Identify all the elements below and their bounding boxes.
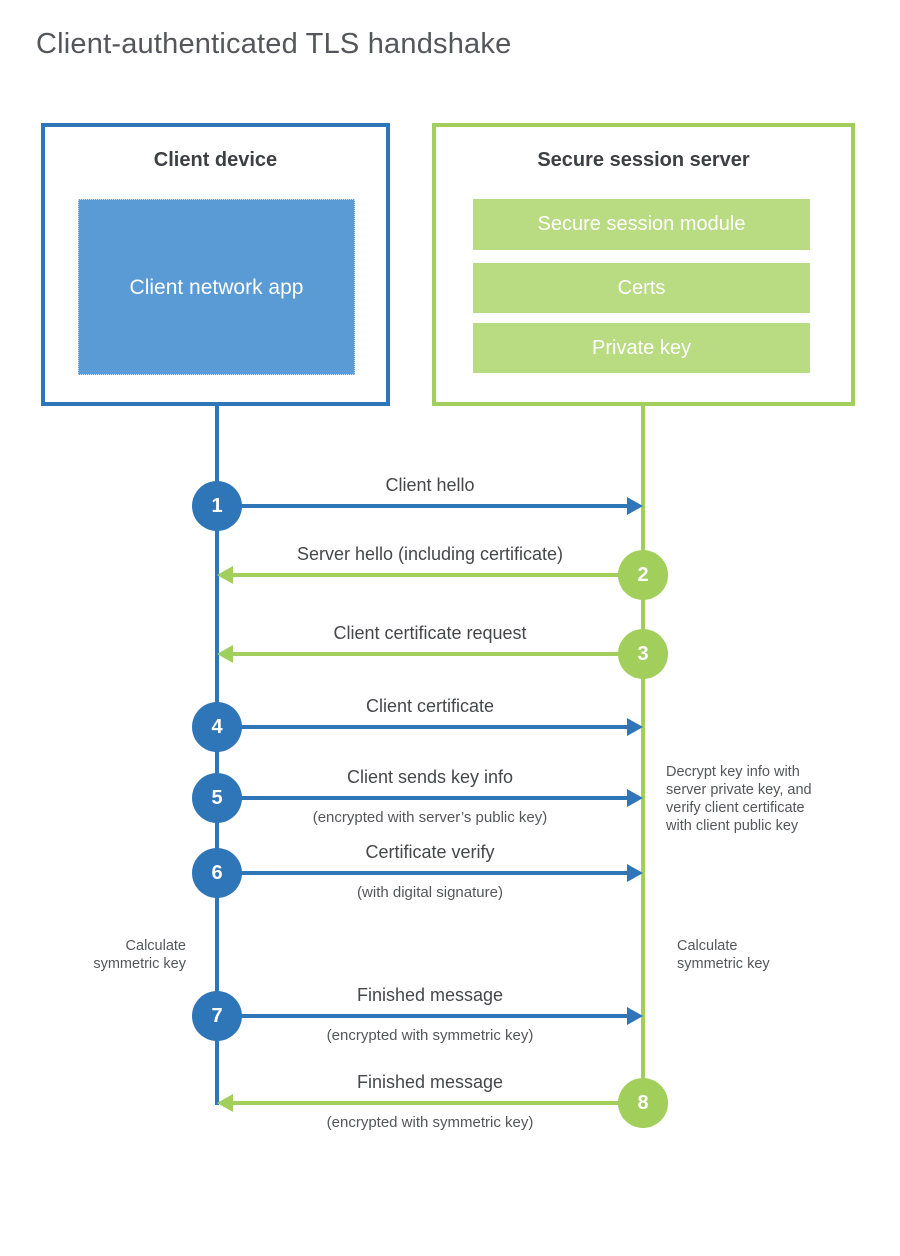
message-label: Client certificate — [365, 696, 495, 716]
message-label: Finished message — [356, 985, 504, 1005]
message-arrow — [217, 1014, 629, 1018]
message-arrow — [217, 871, 629, 875]
server-module-certs: Certs — [473, 263, 810, 313]
arrow-head-icon — [217, 1094, 233, 1112]
secure-session-server-box: Secure session server Secure session mod… — [432, 123, 855, 406]
server-calc-symmetric-key-note: Calculate symmetric key — [677, 938, 770, 972]
message-arrow — [231, 1101, 643, 1105]
arrow-head-icon — [627, 497, 643, 515]
message-arrow — [217, 504, 629, 508]
message-sublabel: (encrypted with symmetric key) — [326, 1114, 534, 1131]
client-lifeline — [215, 406, 219, 1105]
message-sublabel: (encrypted with symmetric key) — [326, 1027, 534, 1044]
message-arrow — [231, 573, 643, 577]
step-number-badge: 8 — [618, 1078, 668, 1128]
message-sublabel: (with digital signature) — [357, 884, 503, 901]
server-module-secure-session-module: Secure session module — [473, 199, 810, 250]
server-module-private-key: Private key — [473, 323, 810, 373]
arrow-head-icon — [627, 789, 643, 807]
message-arrow — [217, 725, 629, 729]
client-network-app-box: Client network app — [78, 199, 355, 375]
message-label: Client hello — [385, 475, 475, 495]
arrow-head-icon — [217, 566, 233, 584]
page-title: Client-authenticated TLS handshake — [36, 28, 512, 60]
server-lifeline — [641, 406, 645, 1128]
message-sublabel: (encrypted with server’s public key) — [312, 809, 548, 826]
message-arrow — [217, 796, 629, 800]
server-decrypt-note: Decrypt key info with server private key… — [666, 764, 812, 834]
step-number-badge: 5 — [192, 773, 242, 823]
step-number-badge: 4 — [192, 702, 242, 752]
message-arrow — [231, 652, 643, 656]
step-number-badge: 2 — [618, 550, 668, 600]
message-label: Server hello (including certificate) — [296, 544, 564, 564]
arrow-head-icon — [217, 645, 233, 663]
step-number-badge: 1 — [192, 481, 242, 531]
client-network-app-label: Client network app — [129, 275, 304, 299]
arrow-head-icon — [627, 864, 643, 882]
message-label: Certificate verify — [365, 842, 495, 862]
message-label: Client certificate request — [333, 623, 527, 643]
secure-session-server-title: Secure session server — [537, 149, 750, 171]
message-label: Client sends key info — [346, 767, 514, 787]
message-label: Finished message — [356, 1072, 504, 1092]
client-device-box: Client device Client network app — [41, 123, 390, 406]
client-calc-symmetric-key-note: Calculate symmetric key — [93, 938, 186, 972]
client-device-title: Client device — [153, 149, 278, 171]
arrow-head-icon — [627, 1007, 643, 1025]
arrow-head-icon — [627, 718, 643, 736]
step-number-badge: 6 — [192, 848, 242, 898]
step-number-badge: 3 — [618, 629, 668, 679]
step-number-badge: 7 — [192, 991, 242, 1041]
